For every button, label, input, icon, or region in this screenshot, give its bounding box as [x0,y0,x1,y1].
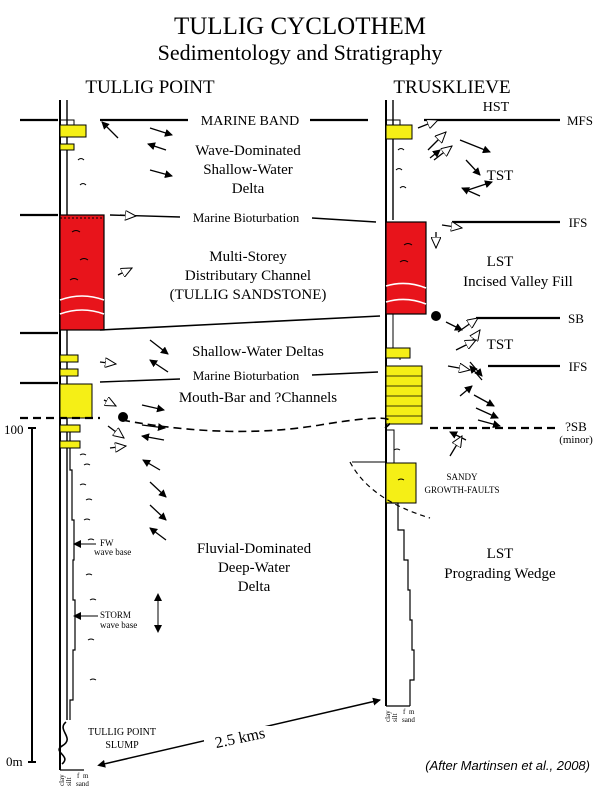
label-lst-wedge-2: Prograding Wedge [444,566,556,582]
sand-bed [59,368,79,377]
sand-bed [59,143,75,151]
axis-label-f: f [77,772,80,780]
growth-fault-line [349,461,431,519]
label-fw: FW [100,538,114,548]
sand-bed [59,424,81,433]
sand-bed [59,440,81,449]
label-fluvial-1: Fluvial-Dominated [197,541,312,557]
sb-marker-dot [118,412,128,422]
mouth-bar-sand [59,383,93,419]
title-line-1: TULLIG CYCLOTHEM [174,13,426,40]
label-mfs: MFS [567,113,593,128]
label-fw-wave-base: wave base [94,547,131,557]
axis-label-sand: sand [402,716,415,724]
label-channel-3: (TULLIG SANDSTONE) [170,287,327,303]
label-marine-bioturbation-lower: Marine Bioturbation [193,368,300,383]
scale-bar [28,427,36,763]
label-hst: HST [483,100,510,115]
citation: (After Martinsen et al., 2008) [425,758,590,773]
label-lst-wedge-1: LST [487,546,514,562]
sand-bed [59,124,87,138]
label-tst-lower: TST [487,337,514,353]
label-wave-dominated-3: Delta [232,181,265,197]
label-slump-2: SLUMP [105,740,139,751]
scale-bottom-label: 0m [6,754,23,769]
channel-sandstone [59,214,105,331]
label-channel-1: Multi-Storey [209,249,287,265]
incised-valley-sandstone [385,221,427,315]
label-mouth-bar: Mouth-Bar and ?Channels [179,390,337,406]
label-sb: SB [568,311,584,326]
label-fluvial-3: Delta [238,579,271,595]
axis-label-f: f [403,708,406,716]
axis-label-clay: clay [58,774,66,786]
label-marine-bioturbation-upper: Marine Bioturbation [193,210,300,225]
grain-size-axis-left: clay silt f m sand [58,769,89,788]
label-channel-2: Distributary Channel [185,268,311,284]
label-marine-band: MARINE BAND [201,114,299,129]
lst-sand-stack [385,365,423,425]
label-growth-faults: GROWTH-FAULTS [424,485,499,495]
growth-fault-sand [385,462,417,504]
label-storm-wave-base: wave base [100,620,137,630]
axis-label-silt: silt [391,713,399,722]
slump-symbol [58,721,68,765]
column-name-tullig-point: TULLIG POINT [85,77,215,98]
label-lst-valley-1: LST [487,254,514,270]
title-line-2: Sedimentology and Stratigraphy [158,40,443,65]
axis-label-m: m [409,708,415,716]
label-tst-upper: TST [487,168,514,184]
label-qsb: ?SB [565,419,587,434]
label-storm: STORM [100,610,131,620]
axis-label-clay: clay [384,710,392,722]
label-qsb-minor: (minor) [559,434,593,446]
scale-top-label: 100 [4,422,24,437]
grain-size-axis-right: clay silt f m sand [384,705,415,724]
sand-bed [59,354,79,363]
axis-label-sand: sand [76,780,89,788]
label-wave-dominated-2: Shallow-Water [203,162,293,178]
sand-bed [385,124,413,140]
sand-bed [385,347,411,359]
column-name-truskliéve: TRUSKLIEVE [393,77,510,98]
label-ifs-upper: IFS [569,215,588,230]
label-lst-valley-2: Incised Valley Fill [463,274,573,290]
label-slump-1: TULLIG POINT [88,727,156,738]
tullig-point-log [58,100,105,770]
label-sandy: SANDY [446,472,478,482]
axis-label-silt: silt [65,777,73,786]
label-fluvial-2: Deep-Water [218,560,290,576]
label-shallow-water-deltas: Shallow-Water Deltas [192,344,324,360]
truskliéve-log [349,100,431,706]
axis-label-m: m [83,772,89,780]
label-wave-dominated-1: Wave-Dominated [195,143,301,159]
sb-marker-dot [431,311,441,321]
label-ifs-lower: IFS [569,359,588,374]
palaeocurrent-arrows [99,120,501,541]
